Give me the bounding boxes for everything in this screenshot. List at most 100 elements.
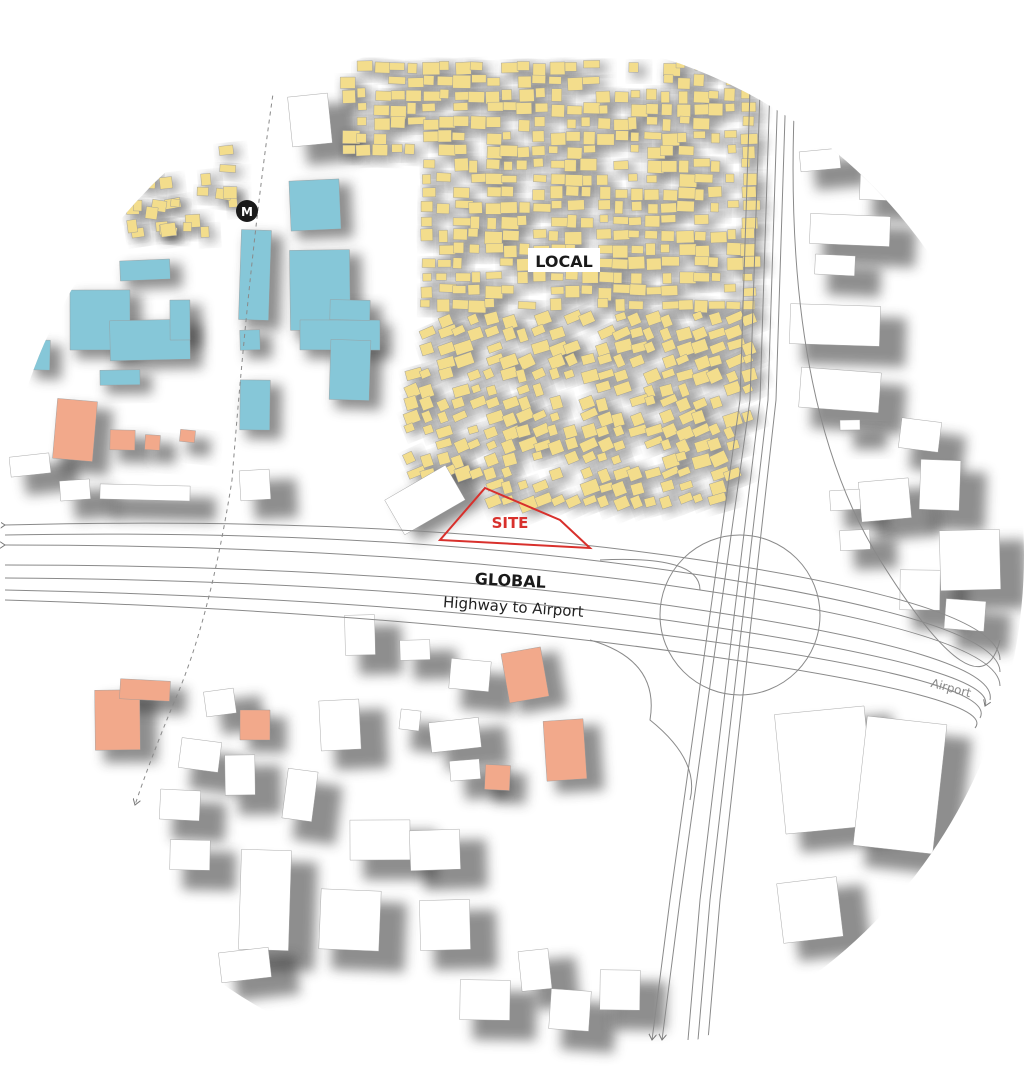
local-building xyxy=(438,116,456,129)
local-building xyxy=(727,229,737,240)
local-building xyxy=(741,102,757,113)
local-building xyxy=(515,423,532,439)
local-building xyxy=(580,352,596,366)
local-building xyxy=(516,383,531,396)
local-building xyxy=(694,231,707,241)
local-building xyxy=(566,119,577,129)
local-building xyxy=(437,129,452,143)
local-building xyxy=(487,101,504,112)
local-building xyxy=(678,160,689,173)
local-building xyxy=(613,337,634,355)
local-building xyxy=(596,174,609,186)
local-building xyxy=(709,63,720,74)
local-building xyxy=(678,91,688,104)
local-building xyxy=(646,116,658,126)
building xyxy=(349,819,411,861)
building-shadow xyxy=(137,157,152,173)
local-building xyxy=(486,341,504,354)
local-building xyxy=(583,102,601,115)
local-building xyxy=(200,172,212,186)
local-building xyxy=(530,339,551,356)
local-building xyxy=(534,491,554,508)
building xyxy=(59,478,91,502)
building xyxy=(459,979,511,1021)
local-building xyxy=(500,438,517,455)
local-building xyxy=(676,465,692,478)
local-building xyxy=(219,164,237,173)
building-shadow xyxy=(471,438,490,454)
local-building xyxy=(676,200,695,213)
local-building xyxy=(646,257,662,271)
local-building xyxy=(644,310,663,327)
local-building xyxy=(661,132,680,147)
local-building xyxy=(690,338,709,355)
local-building xyxy=(501,285,515,295)
local-building xyxy=(675,450,688,462)
local-building xyxy=(144,206,159,220)
local-building xyxy=(564,494,582,509)
local-building xyxy=(532,270,547,282)
local-building xyxy=(564,450,580,465)
local-building xyxy=(468,201,483,215)
local-building xyxy=(159,222,177,238)
local-building xyxy=(630,188,644,201)
local-building xyxy=(725,173,735,183)
local-building xyxy=(373,133,387,145)
local-building xyxy=(566,214,577,229)
building xyxy=(318,888,382,952)
local-building xyxy=(693,299,708,313)
local-building xyxy=(454,157,469,172)
local-building xyxy=(455,272,471,282)
local-building xyxy=(483,425,499,440)
local-building xyxy=(631,201,643,212)
local-building xyxy=(709,395,723,410)
local-building xyxy=(630,104,649,118)
local-building xyxy=(374,61,391,74)
building xyxy=(776,876,844,944)
local-building xyxy=(407,62,418,74)
local-building xyxy=(646,286,663,295)
local-label-bg xyxy=(528,248,600,272)
local-building xyxy=(485,271,503,280)
local-building xyxy=(691,409,707,425)
local-building xyxy=(516,61,530,71)
metro-station-marker[interactable]: M xyxy=(236,200,258,222)
local-building xyxy=(470,216,480,230)
local-building xyxy=(517,75,532,89)
local-building xyxy=(662,189,678,201)
building xyxy=(449,758,481,782)
local-building xyxy=(710,160,721,173)
local-building xyxy=(629,283,647,296)
local-building xyxy=(583,60,600,69)
local-building xyxy=(742,145,756,160)
local-building xyxy=(562,424,579,440)
local-building xyxy=(485,396,501,410)
local-building xyxy=(725,370,739,384)
local-building xyxy=(485,477,506,492)
local-building xyxy=(516,160,528,170)
local-building xyxy=(436,203,450,215)
local-building xyxy=(500,465,513,479)
local-building xyxy=(595,90,611,104)
local-building xyxy=(421,103,436,112)
local-building xyxy=(564,436,579,451)
local-building xyxy=(548,145,559,154)
local-building xyxy=(611,258,629,270)
local-building xyxy=(404,143,415,155)
local-building xyxy=(532,382,545,398)
local-building xyxy=(144,180,156,189)
local-building xyxy=(660,479,676,493)
local-building xyxy=(466,438,481,451)
local-building xyxy=(518,243,530,256)
local-building xyxy=(403,395,420,411)
local-building xyxy=(564,159,577,172)
local-building xyxy=(564,231,582,246)
institutional-building xyxy=(29,339,51,371)
local-building xyxy=(422,187,436,198)
local-building xyxy=(484,298,495,308)
highlighted-building xyxy=(52,398,98,462)
local-building xyxy=(660,145,674,156)
local-building xyxy=(742,273,753,282)
local-building xyxy=(342,144,356,155)
local-building xyxy=(453,351,475,369)
